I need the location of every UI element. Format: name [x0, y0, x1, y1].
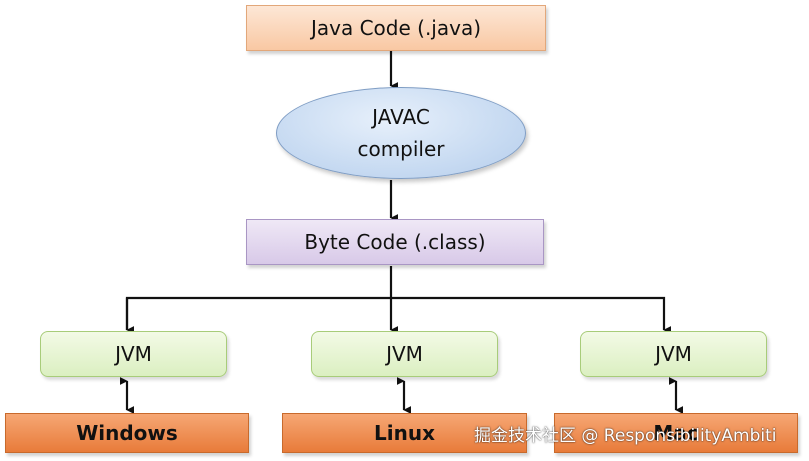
byte-code-box: Byte Code (.class) [246, 219, 544, 265]
jvm-label-right: JVM [655, 342, 692, 366]
jvm-box-left: JVM [40, 331, 227, 377]
os-label-linux: Linux [374, 421, 435, 445]
branch-horizontal [125, 296, 672, 334]
jvm-box-middle: JVM [311, 331, 498, 377]
javac-label-line2: compiler [357, 137, 445, 161]
jvm-box-right: JVM [580, 331, 767, 377]
jvm-label-middle: JVM [386, 342, 423, 366]
os-label-mac: Mac [653, 421, 699, 445]
java-code-box: Java Code (.java) [246, 5, 546, 51]
jvm-label-left: JVM [115, 342, 152, 366]
javac-label-line1: JAVAC [372, 105, 430, 129]
watermark-text: 掘金技术社区 @ ResponsibilityAmbiti [474, 426, 777, 446]
os-box-linux: Linux [282, 413, 527, 453]
java-code-label: Java Code (.java) [310, 16, 482, 40]
os-label-windows: Windows [76, 421, 178, 445]
byte-code-label: Byte Code (.class) [304, 230, 486, 254]
javac-compiler-ellipse: JAVAC compiler [276, 87, 526, 179]
os-box-windows: Windows [5, 413, 249, 453]
os-box-mac: Mac [554, 413, 798, 453]
